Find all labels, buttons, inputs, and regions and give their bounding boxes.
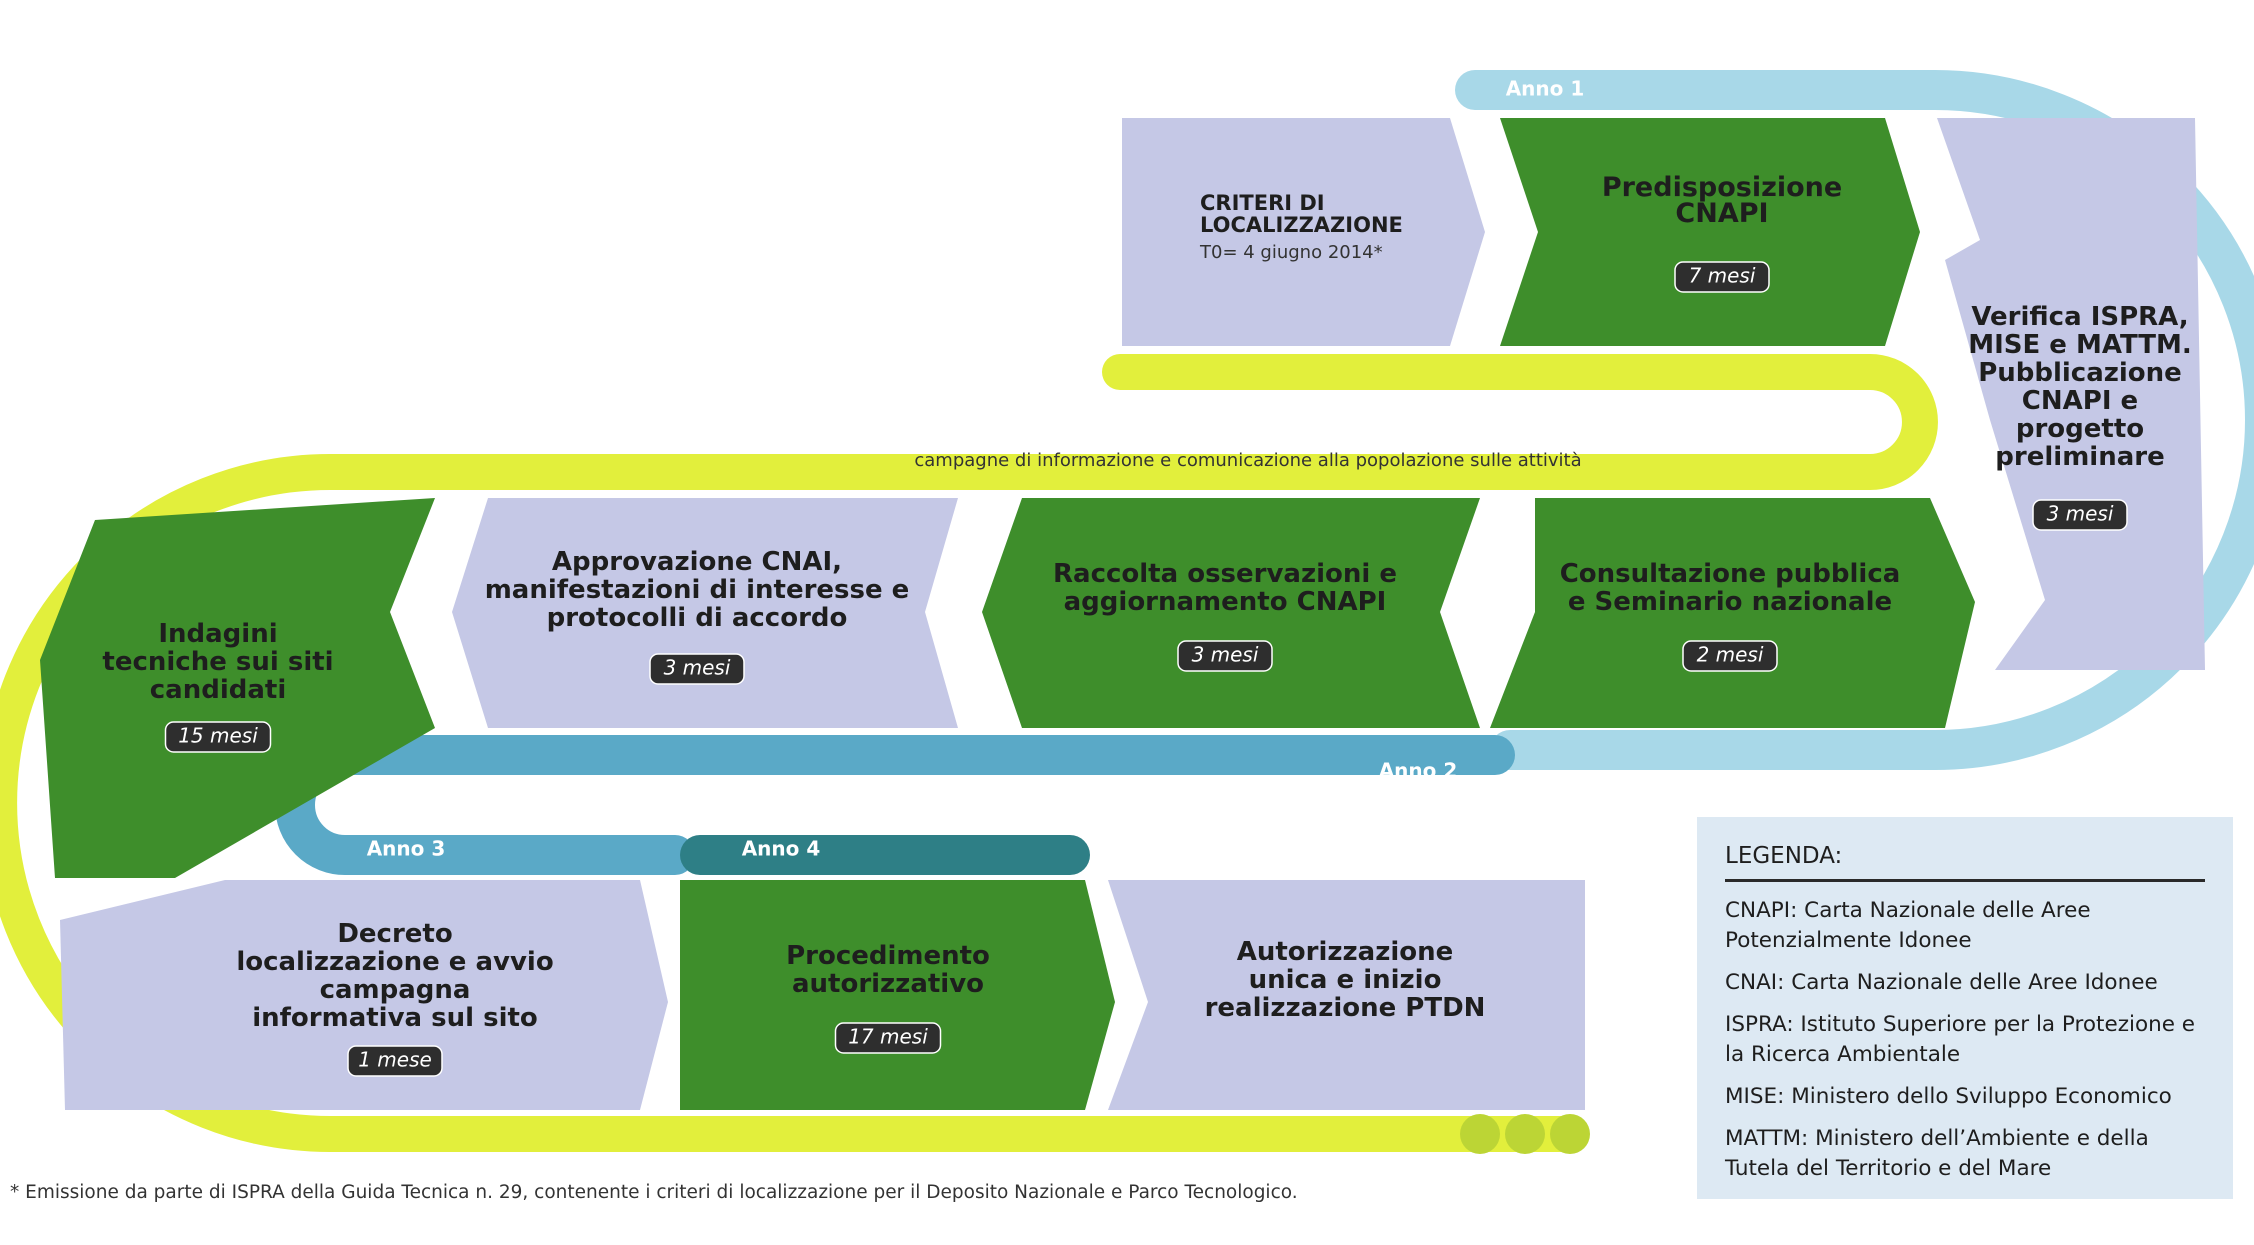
step-verifica-title-line: Pubblicazione bbox=[1978, 358, 2182, 388]
step-criteri-title-line: LOCALIZZAZIONE bbox=[1200, 213, 1403, 237]
step-criteri-note: T0= 4 giugno 2014* bbox=[1199, 242, 1383, 263]
step-indagini-title-line: tecniche sui siti bbox=[102, 647, 333, 677]
step-approvazione-shape bbox=[452, 498, 958, 728]
step-verifica-duration-badge bbox=[2032, 499, 2128, 531]
step-raccolta-title-line: aggiornamento CNAPI bbox=[1064, 587, 1387, 617]
step-raccolta-shape bbox=[982, 498, 1480, 728]
step-decreto-duration-badge bbox=[347, 1045, 443, 1077]
step-consultazione-title-line: e Seminario nazionale bbox=[1568, 587, 1892, 617]
step-verifica-title-line: MISE e MATTM. bbox=[1968, 330, 2192, 360]
step-procedimento-shape bbox=[680, 880, 1115, 1110]
step-autorizzazione-title-line: realizzazione PTDN bbox=[1205, 993, 1486, 1023]
step-verifica-title-line: CNAPI e bbox=[2022, 386, 2138, 416]
year-label-2: Anno 2 bbox=[1379, 759, 1458, 783]
step-raccolta-duration-badge bbox=[1177, 640, 1273, 672]
step-indagini-title-line: candidati bbox=[150, 675, 287, 705]
step-consultazione-duration-badge bbox=[1682, 640, 1778, 672]
legend-item-cnapi: CNAPI: Carta Nazionale delle Aree Potenz… bbox=[1725, 898, 2091, 953]
step-indagini-duration-badge bbox=[164, 721, 272, 753]
year-label-1: Anno 1 bbox=[1506, 77, 1585, 101]
step-autorizzazione-title-line: unica e inizio bbox=[1249, 965, 1442, 995]
step-approvazione-duration: 3 mesi bbox=[664, 656, 731, 680]
step-consultazione-duration: 2 mesi bbox=[1697, 643, 1764, 667]
step-approvazione-text: Approvazione CNAI,manifestazioni di inte… bbox=[485, 547, 910, 685]
step-indagini-duration: 15 mesi bbox=[178, 724, 258, 748]
step-decreto-title-line: Decreto bbox=[337, 919, 452, 949]
step-approvazione-title-line: Approvazione CNAI, bbox=[552, 547, 842, 577]
step-consultazione-title-line: Consultazione pubblica bbox=[1560, 559, 1901, 589]
step-procedimento-title-line: Procedimento bbox=[786, 941, 990, 971]
step-raccolta-duration: 3 mesi bbox=[1192, 643, 1259, 667]
step-predisposizione-title-line: Predisposizione bbox=[1602, 172, 1842, 203]
step-autorizzazione-shape bbox=[1108, 880, 1585, 1110]
legend-item-mattm: MATTM: Ministero dell’Ambiente e della T… bbox=[1725, 1126, 2149, 1181]
footnote: * Emissione da parte di ISPRA della Guid… bbox=[10, 1182, 1298, 1203]
step-verifica-title-line: preliminare bbox=[1995, 442, 2164, 472]
step-approvazione-title-line: manifestazioni di interesse e bbox=[485, 575, 910, 605]
step-approvazione-title-line: protocolli di accordo bbox=[547, 603, 848, 633]
step-raccolta-title-line: Raccolta osservazioni e bbox=[1053, 559, 1397, 589]
step-predisposizione-duration-badge bbox=[1674, 261, 1770, 293]
step-verifica-title-line: Verifica ISPRA, bbox=[1971, 302, 2188, 332]
step-decreto-title-line: informativa sul sito bbox=[252, 1003, 538, 1033]
step-predisposizione-title-line: CNAPI bbox=[1675, 198, 1768, 229]
legend-item-cnai: CNAI: Carta Nazionale delle Aree Idonee bbox=[1725, 970, 2158, 995]
step-verifica-text: Verifica ISPRA,MISE e MATTM.Pubblicazion… bbox=[1968, 302, 2192, 531]
communication-track-label: campagne di informazione e comunicazione… bbox=[914, 450, 1581, 471]
step-procedimento-title-line: autorizzativo bbox=[792, 969, 984, 999]
step-verifica-shape bbox=[1937, 118, 2205, 670]
step-predisposizione-shape bbox=[1500, 118, 1920, 346]
step-decreto-title-line: localizzazione e avvio bbox=[236, 947, 553, 977]
step-decreto-duration: 1 mese bbox=[358, 1048, 432, 1072]
legend-box: LEGENDA: CNAPI: Carta Nazionale delle Ar… bbox=[1697, 817, 2233, 1199]
track-end-dots bbox=[1460, 1114, 1590, 1154]
step-decreto-shape bbox=[60, 880, 668, 1110]
step-decreto-title-line: campagna bbox=[320, 975, 471, 1005]
legend-item-mise: MISE: Ministero dello Sviluppo Economico bbox=[1725, 1084, 2172, 1109]
step-indagini-shape bbox=[40, 498, 435, 878]
step-approvazione-duration-badge bbox=[649, 653, 745, 685]
step-criteri-title-line: CRITERI DI bbox=[1200, 191, 1325, 215]
step-criteri-shape bbox=[1122, 118, 1485, 346]
step-indagini-title-line: Indagini bbox=[158, 619, 277, 649]
year-label-4: Anno 4 bbox=[742, 837, 821, 861]
year-label-3: Anno 3 bbox=[367, 837, 446, 861]
step-procedimento-duration-badge bbox=[834, 1022, 942, 1054]
legend-title: LEGENDA: bbox=[1725, 843, 2205, 882]
step-consultazione-shape bbox=[1490, 498, 1975, 728]
step-verifica-title-line: progetto bbox=[2016, 414, 2144, 444]
legend-item-ispra: ISPRA: Istituto Superiore per la Protezi… bbox=[1725, 1012, 2196, 1067]
step-predisposizione-duration: 7 mesi bbox=[1689, 264, 1756, 288]
step-procedimento-duration: 17 mesi bbox=[848, 1025, 928, 1049]
step-autorizzazione-title-line: Autorizzazione bbox=[1237, 937, 1454, 967]
step-verifica-duration: 3 mesi bbox=[2047, 502, 2114, 526]
